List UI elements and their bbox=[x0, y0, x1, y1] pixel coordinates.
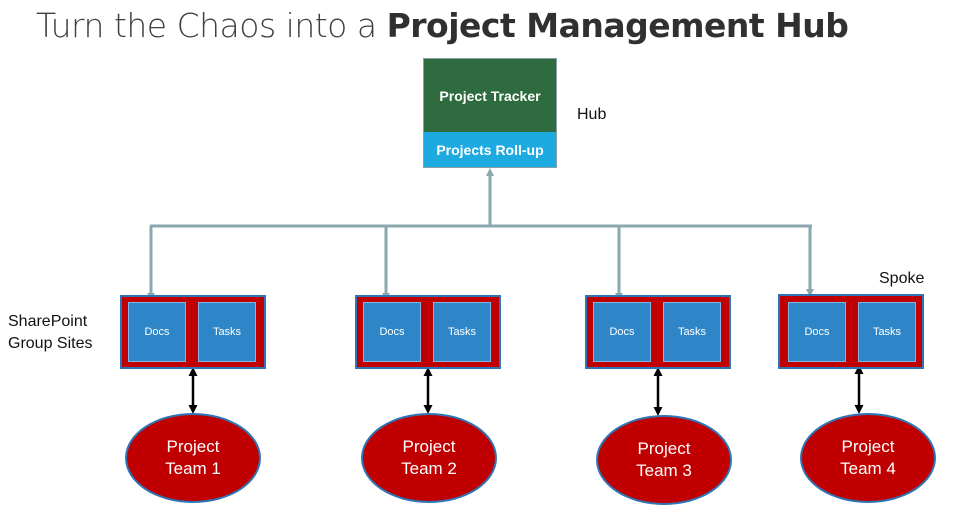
team-line1: Project bbox=[166, 437, 220, 456]
team-line1: Project bbox=[402, 437, 456, 456]
title-prefix: Turn the Chaos into a bbox=[36, 6, 387, 45]
docs-tile: Docs bbox=[593, 302, 651, 362]
project-tracker-block: Project Tracker bbox=[424, 59, 556, 132]
tasks-tile: Tasks bbox=[433, 302, 491, 362]
team-line2: Team 1 bbox=[165, 459, 221, 478]
tasks-tile: Tasks bbox=[663, 302, 721, 362]
sites-label-line2: Group Sites bbox=[8, 335, 93, 352]
tasks-tile: Tasks bbox=[858, 302, 916, 362]
project-team-4: Project Team 4 bbox=[800, 413, 936, 503]
project-team-2: Project Team 2 bbox=[361, 413, 497, 503]
spoke-label: Spoke bbox=[879, 270, 925, 287]
team-line1: Project bbox=[637, 439, 691, 458]
hub-label: Hub bbox=[577, 106, 607, 123]
docs-tile: Docs bbox=[788, 302, 846, 362]
project-team-1: Project Team 1 bbox=[125, 413, 261, 503]
docs-tile: Docs bbox=[363, 302, 421, 362]
team-line1: Project bbox=[841, 437, 895, 456]
title-bold: Project Management Hub bbox=[386, 6, 849, 45]
page-title: Turn the Chaos into a Project Management… bbox=[36, 6, 849, 45]
sites-label-line1: SharePoint bbox=[8, 313, 88, 330]
tasks-tile: Tasks bbox=[198, 302, 256, 362]
group-site-2: Docs Tasks bbox=[355, 295, 501, 369]
hub-box: Project Tracker Projects Roll-up bbox=[423, 58, 557, 168]
project-team-3: Project Team 3 bbox=[596, 415, 732, 505]
team-line2: Team 3 bbox=[636, 461, 692, 480]
team-line2: Team 4 bbox=[840, 459, 896, 478]
group-site-3: Docs Tasks bbox=[585, 295, 731, 369]
sites-label: SharePoint Group Sites bbox=[8, 311, 92, 355]
group-site-1: Docs Tasks bbox=[120, 295, 266, 369]
group-site-4: Docs Tasks bbox=[778, 294, 924, 369]
docs-tile: Docs bbox=[128, 302, 186, 362]
team-line2: Team 2 bbox=[401, 459, 457, 478]
projects-rollup-block: Projects Roll-up bbox=[424, 132, 556, 167]
